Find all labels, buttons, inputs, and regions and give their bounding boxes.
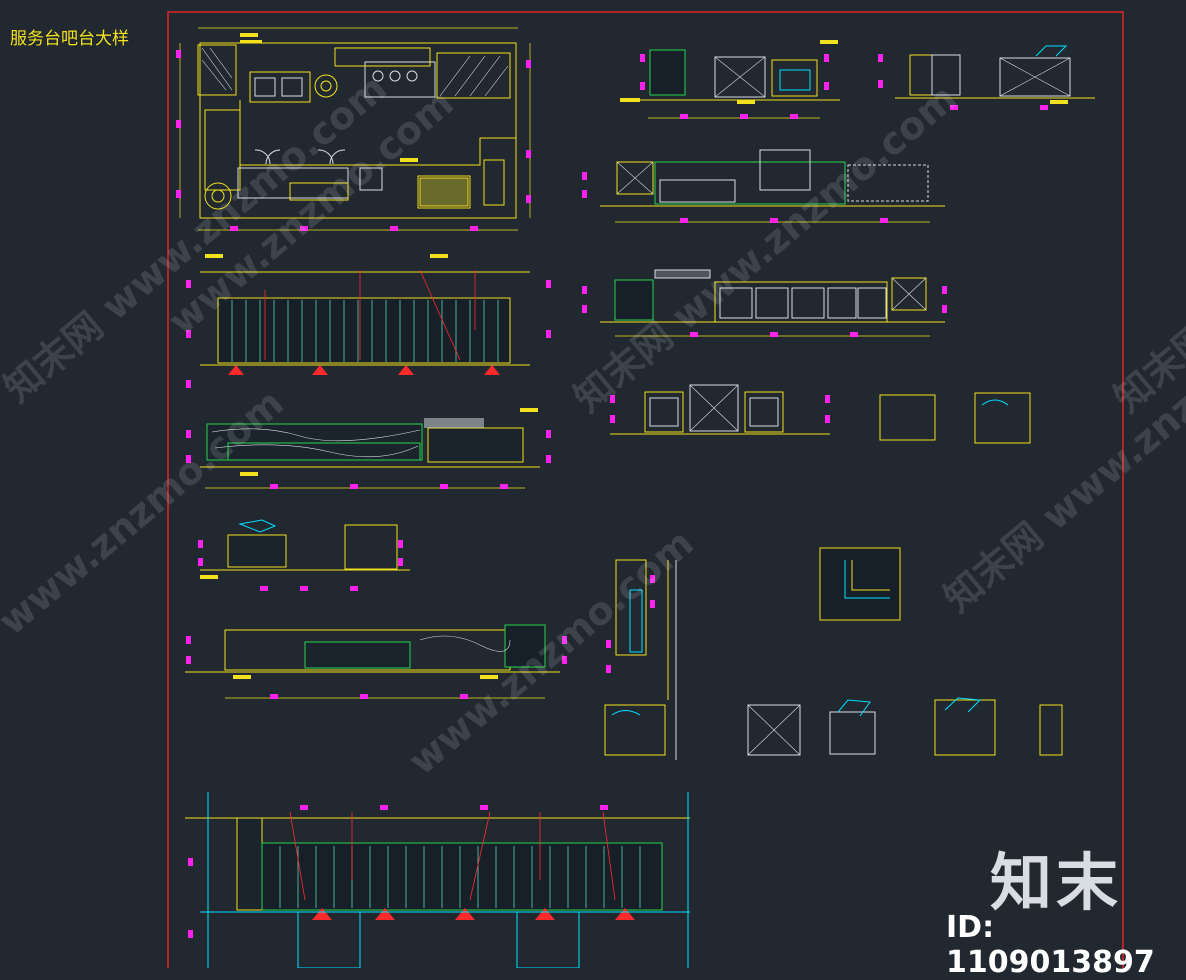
front-elevation-fluted-panel: [200, 269, 530, 375]
plan-dimension-lines: [179, 27, 531, 231]
section-details: [604, 547, 1063, 760]
bottom-long-elevation: [185, 792, 690, 968]
right-elevation-row-4: [610, 384, 1031, 444]
right-elevation-row-1: [620, 45, 1095, 119]
counter-side-elevation: [200, 418, 540, 489]
dimension-markers: [176, 50, 1048, 938]
drawing-id: ID: 1109013897: [946, 910, 1155, 980]
brand-logo-text: 知末: [990, 846, 1123, 919]
right-elevation-row-3: [600, 269, 945, 337]
note-tags: [200, 33, 1068, 679]
bar-counter-plan-view: [197, 42, 517, 219]
sheet-title: 服务台吧台大样: [10, 29, 129, 49]
right-elevation-row-2: [600, 149, 945, 223]
sheet-frame: [167, 11, 1124, 968]
mid-left-elevations: [185, 519, 560, 699]
